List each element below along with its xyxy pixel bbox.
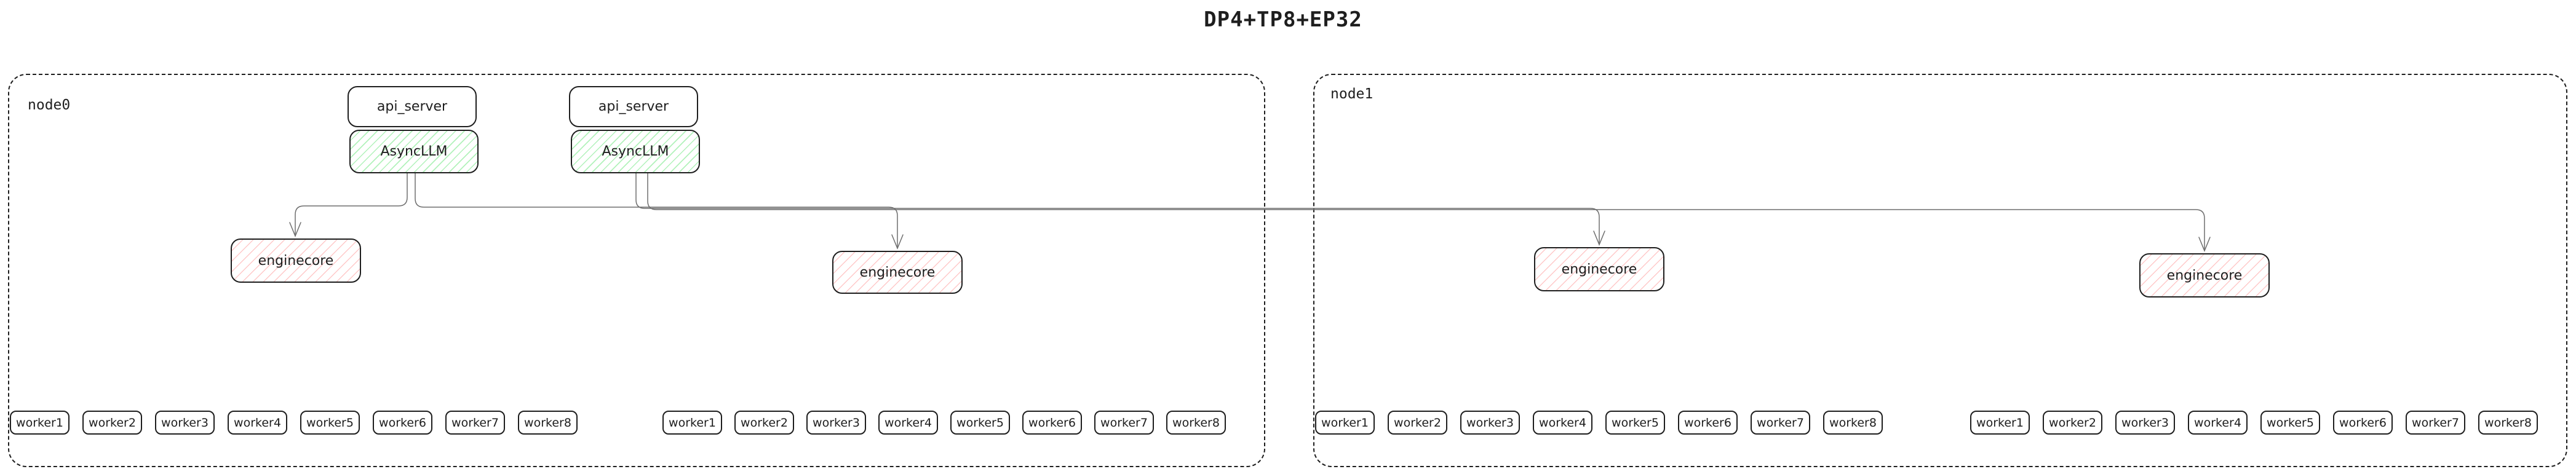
worker-box: worker5 xyxy=(1605,411,1665,435)
api-server-box-2: api_server xyxy=(569,86,698,127)
node1-enginecore-box-2: enginecore xyxy=(2139,253,2270,298)
node0-worker-group-2: worker1 worker2 worker3 worker4 worker5 … xyxy=(662,411,1226,435)
worker-box: worker6 xyxy=(1678,411,1738,435)
worker-box: worker1 xyxy=(10,411,70,435)
worker-box: worker4 xyxy=(2188,411,2248,435)
worker-box: worker2 xyxy=(734,411,794,435)
worker-box: worker3 xyxy=(1460,411,1520,435)
worker-box: worker6 xyxy=(1022,411,1082,435)
node0-container xyxy=(8,74,1265,467)
node0-enginecore-box-2: enginecore xyxy=(832,251,963,294)
worker-box: worker5 xyxy=(950,411,1010,435)
node0-label: node0 xyxy=(28,97,71,113)
worker-box: worker7 xyxy=(1751,411,1810,435)
worker-box: worker1 xyxy=(1970,411,2030,435)
worker-box: worker5 xyxy=(2260,411,2320,435)
worker-box: worker7 xyxy=(2406,411,2465,435)
worker-box: worker2 xyxy=(82,411,142,435)
worker-box: worker4 xyxy=(228,411,287,435)
node1-container xyxy=(1313,74,2567,467)
asyncllm-box-1: AsyncLLM xyxy=(349,130,479,173)
worker-box: worker2 xyxy=(1388,411,1447,435)
worker-box: worker8 xyxy=(518,411,578,435)
worker-box: worker3 xyxy=(2115,411,2175,435)
api-server-box-1: api_server xyxy=(348,86,477,127)
worker-box: worker5 xyxy=(300,411,360,435)
worker-box: worker6 xyxy=(2333,411,2393,435)
node1-worker-group-1: worker1 worker2 worker3 worker4 worker5 … xyxy=(1315,411,1883,435)
worker-box: worker8 xyxy=(2478,411,2538,435)
node1-label: node1 xyxy=(1330,86,1373,102)
worker-box: worker4 xyxy=(878,411,938,435)
worker-box: worker7 xyxy=(445,411,505,435)
worker-box: worker4 xyxy=(1533,411,1592,435)
node1-worker-group-2: worker1 worker2 worker3 worker4 worker5 … xyxy=(1970,411,2538,435)
worker-box: worker3 xyxy=(806,411,866,435)
worker-box: worker7 xyxy=(1094,411,1154,435)
diagram-title: DP4+TP8+EP32 xyxy=(1204,7,1362,32)
worker-box: worker2 xyxy=(2043,411,2102,435)
worker-box: worker1 xyxy=(662,411,722,435)
asyncllm-box-2: AsyncLLM xyxy=(571,130,700,173)
node0-enginecore-box-1: enginecore xyxy=(231,238,361,283)
worker-box: worker6 xyxy=(373,411,432,435)
worker-box: worker8 xyxy=(1823,411,1883,435)
worker-box: worker3 xyxy=(155,411,215,435)
worker-box: worker8 xyxy=(1166,411,1226,435)
node1-enginecore-box-1: enginecore xyxy=(1534,247,1664,291)
node0-worker-group-1: worker1 worker2 worker3 worker4 worker5 … xyxy=(10,411,578,435)
worker-box: worker1 xyxy=(1315,411,1375,435)
